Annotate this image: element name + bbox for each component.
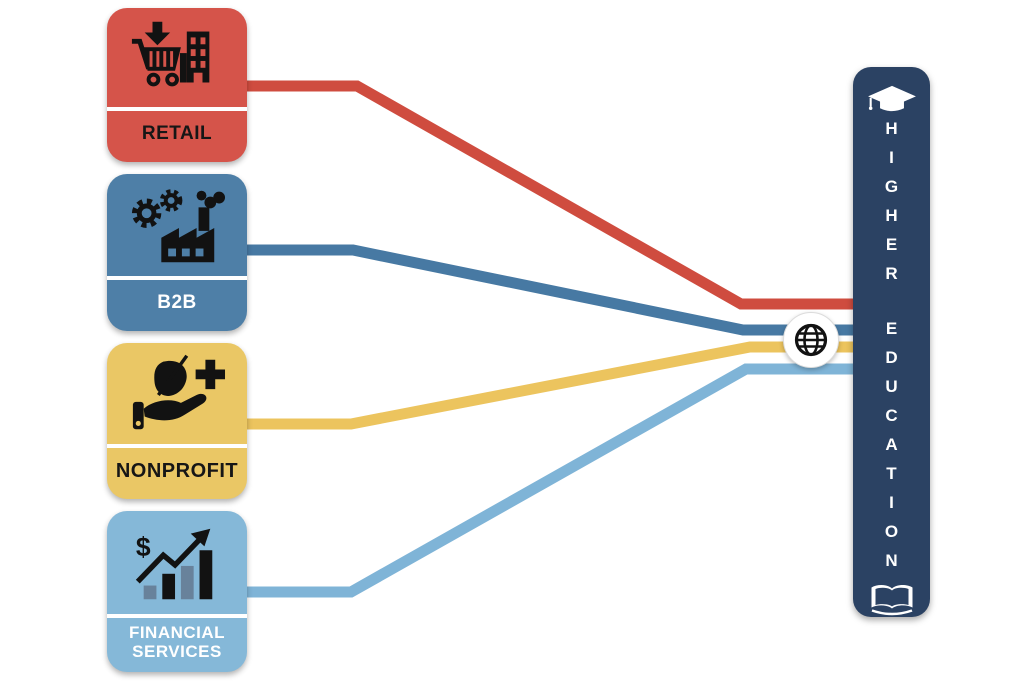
financial-label: FINANCIAL SERVICES — [128, 622, 226, 661]
cart-building-icon — [131, 21, 210, 86]
b2b-connector-line — [246, 244, 860, 336]
svg-text:$: $ — [136, 532, 151, 562]
b2b-icon-area — [107, 174, 247, 276]
word-education: EDUCATION — [882, 319, 901, 580]
sector-box-retail: RETAIL — [107, 8, 247, 162]
nonprofit-label: NONPROFIT — [115, 459, 239, 482]
b2b-label-divider — [107, 276, 247, 280]
higher-education-bar: HIGHER EDUCATION — [853, 67, 930, 617]
growth-chart-icon: $ — [136, 528, 213, 599]
graduation-cap-icon — [867, 85, 916, 112]
globe-icon — [794, 323, 828, 357]
word-higher: HIGHER — [882, 119, 901, 293]
nonprofit-label-divider — [107, 444, 247, 448]
globe-hub — [783, 312, 839, 368]
sector-box-financial-services: $ FINANCIAL SERVICES — [107, 511, 247, 672]
nonprofit-icon-area — [107, 343, 247, 444]
retail-connector-line — [246, 80, 860, 310]
retail-label: RETAIL — [141, 123, 213, 145]
retail-label-divider — [107, 107, 247, 111]
cap-icon-wrap — [866, 83, 918, 119]
hand-leaf-plus-icon — [132, 354, 226, 429]
b2b-label: B2B — [157, 292, 197, 314]
gears-factory-icon — [131, 189, 226, 263]
sector-box-b2b: B2B — [107, 174, 247, 331]
financial-icon-area: $ — [107, 511, 247, 614]
financial-label-divider — [107, 614, 247, 618]
open-book-icon — [871, 584, 912, 616]
retail-icon-area — [107, 8, 247, 107]
nonprofit-connector-line — [246, 341, 860, 430]
financial-connector-line — [246, 363, 860, 598]
book-icon-wrap — [867, 580, 917, 620]
higher-education-words: HIGHER EDUCATION — [882, 119, 901, 580]
sector-box-nonprofit: NONPROFIT — [107, 343, 247, 499]
